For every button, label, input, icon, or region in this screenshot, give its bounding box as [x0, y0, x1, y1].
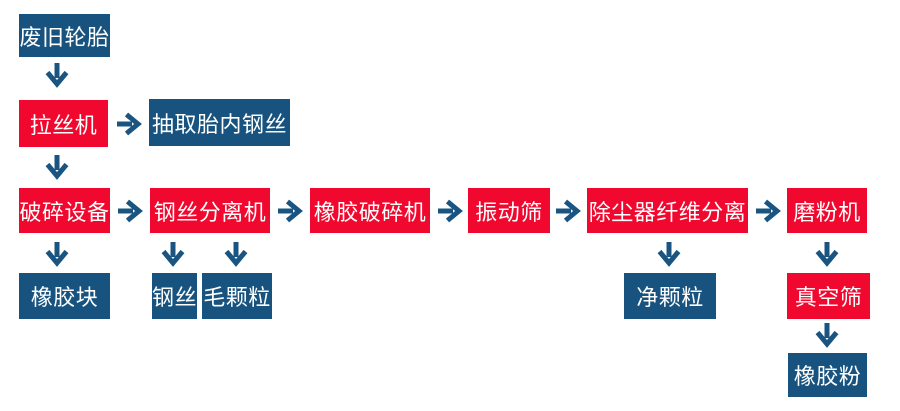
arrow-right-icon	[755, 199, 781, 223]
node-vacuum-screen: 真空筛	[787, 273, 870, 319]
arrow-down-icon	[815, 322, 839, 348]
arrow-right-icon	[116, 112, 142, 136]
arrow-right-icon	[437, 199, 463, 223]
node-waste-tires: 废旧轮胎	[19, 14, 110, 57]
arrow-right-icon	[555, 199, 581, 223]
arrow-right-icon	[117, 199, 143, 223]
arrow-down-icon	[45, 241, 69, 267]
node-crushing-equipment: 破碎设备	[19, 188, 110, 233]
node-rubber-block: 橡胶块	[19, 273, 110, 319]
node-extract-inner-steel-wire: 抽取胎内钢丝	[149, 99, 290, 146]
node-dust-collector-fiber-separation: 除尘器纤维分离	[587, 188, 748, 233]
node-grinding-machine: 磨粉机	[787, 188, 867, 233]
node-steel-wire: 钢丝	[152, 273, 197, 319]
node-steel-wire-separator: 钢丝分离机	[150, 188, 270, 233]
arrow-down-icon	[224, 241, 248, 267]
node-rubber-crusher: 橡胶破碎机	[310, 188, 430, 233]
node-raw-granules: 毛颗粒	[202, 273, 272, 319]
node-clean-granules: 净颗粒	[624, 273, 716, 319]
node-vibrating-screen: 振动筛	[468, 188, 550, 233]
arrow-down-icon	[45, 62, 69, 88]
arrow-down-icon	[657, 241, 681, 267]
arrow-down-icon	[45, 154, 69, 180]
arrow-down-icon	[815, 241, 839, 267]
node-rubber-powder: 橡胶粉	[788, 353, 867, 397]
arrow-down-icon	[161, 241, 185, 267]
arrow-right-icon	[277, 199, 303, 223]
node-wire-drawing-machine: 拉丝机	[19, 100, 108, 147]
